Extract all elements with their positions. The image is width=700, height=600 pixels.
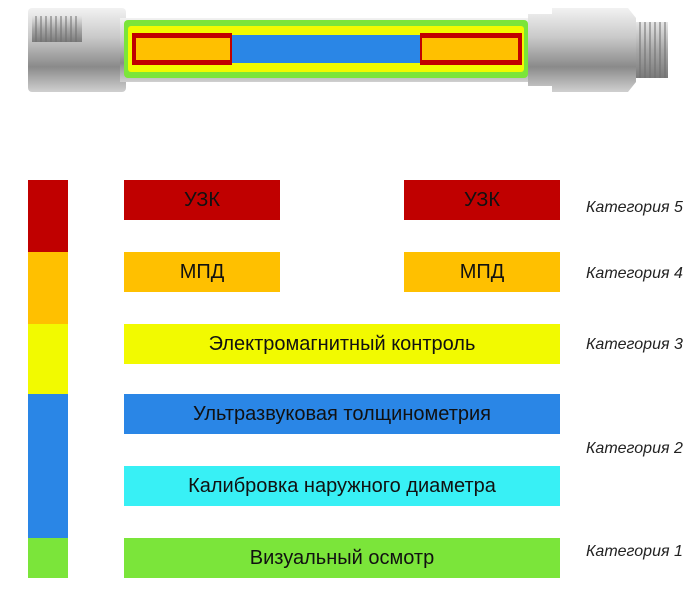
right-pin-thread bbox=[636, 22, 668, 78]
uzk-left-box: УЗК bbox=[124, 180, 280, 220]
right-thread-lines bbox=[639, 22, 666, 78]
em-control-box: Электромагнитный контроль bbox=[124, 324, 560, 364]
visual-inspection-box: Визуальный осмотр bbox=[124, 538, 560, 578]
drill-pipe-illustration bbox=[28, 8, 668, 92]
right-tool-joint bbox=[528, 8, 636, 92]
mpd-right-label: МПД bbox=[459, 260, 505, 283]
category-2-label: Категория 2 bbox=[586, 440, 683, 457]
left-thread-lines bbox=[35, 16, 77, 42]
em-control-label: Электромагнитный контроль bbox=[208, 332, 476, 355]
mpd-left-label: МПД bbox=[179, 260, 225, 283]
mpd-right-box: МПД bbox=[404, 252, 560, 292]
category-bar-green bbox=[28, 538, 68, 578]
od-calibration-label: Калибровка наружного диаметра bbox=[188, 474, 496, 497]
left-box-thread bbox=[32, 16, 82, 42]
mpd-left-box: МПД bbox=[124, 252, 280, 292]
uzk-right-box: УЗК bbox=[404, 180, 560, 220]
ultrasonic-thickness-box: Ультразвуковая толщинометрия bbox=[124, 394, 560, 434]
layer-orange-left bbox=[136, 38, 230, 60]
category-bar-yellow bbox=[28, 324, 68, 394]
uzk-left-label: УЗК bbox=[184, 188, 220, 211]
category-bar-orange bbox=[28, 252, 68, 324]
od-calibration-box: Калибровка наружного диаметра bbox=[124, 466, 560, 506]
category-bar-blue bbox=[28, 394, 68, 538]
layer-orange-right bbox=[422, 38, 518, 60]
visual-inspection-label: Визуальный осмотр bbox=[249, 546, 435, 569]
category-1-label: Категория 1 bbox=[586, 543, 683, 560]
category-4-label: Категория 4 bbox=[586, 265, 683, 282]
category-3-label: Категория 3 bbox=[586, 336, 683, 353]
category-5-label: Категория 5 bbox=[586, 199, 683, 216]
ultrasonic-thickness-label: Ультразвуковая толщинометрия bbox=[192, 402, 492, 425]
category-bar-red bbox=[28, 180, 68, 252]
uzk-right-label: УЗК bbox=[464, 188, 500, 211]
